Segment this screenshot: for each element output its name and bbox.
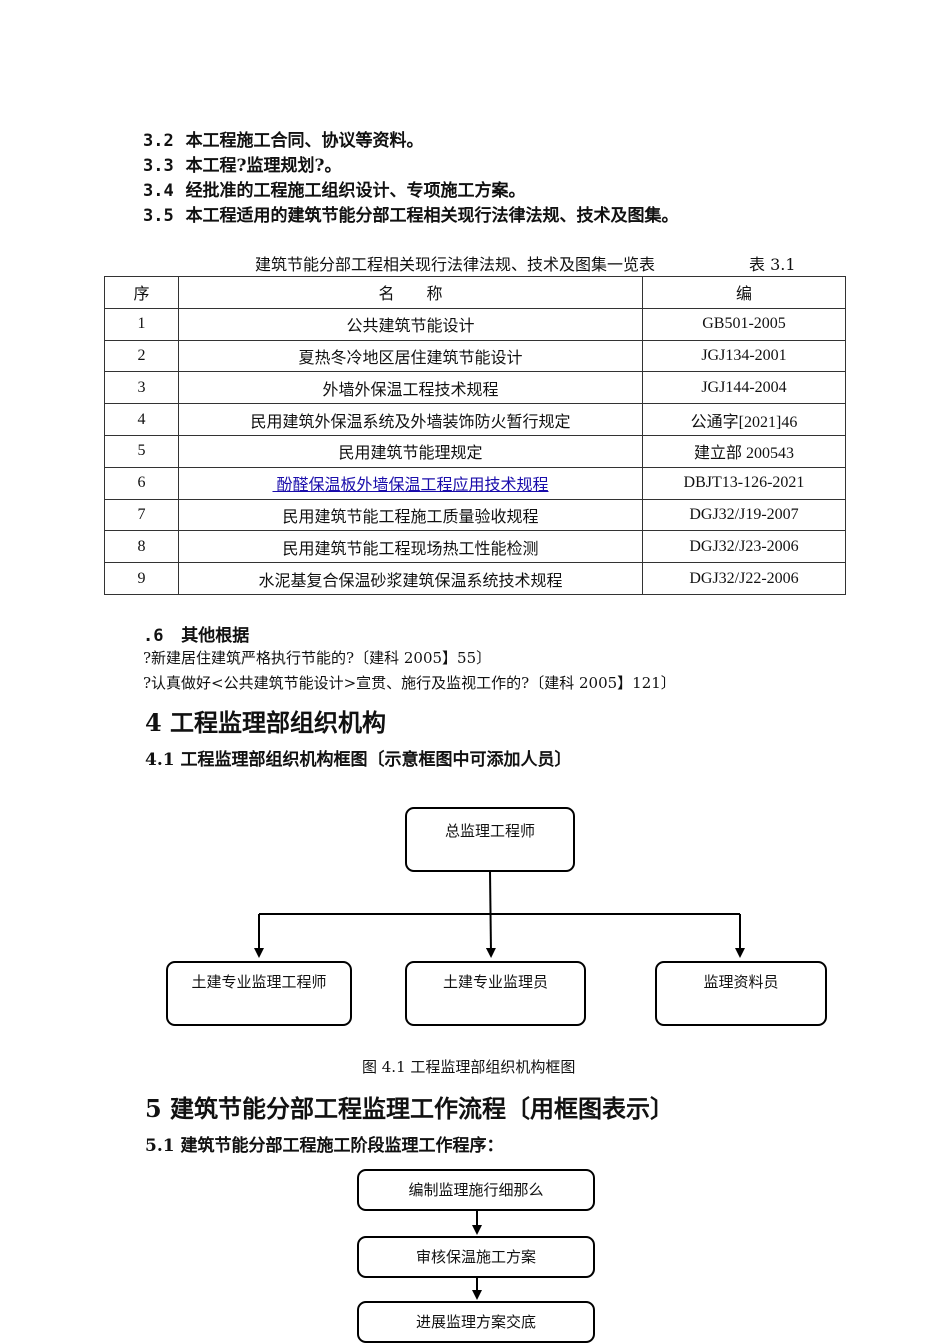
list-number: 3.2 xyxy=(143,131,174,151)
row-index: 8 xyxy=(104,530,179,564)
row-name: 民用建筑节能工程施工质量验收规程 xyxy=(178,498,643,532)
list-text: 经批准的工程施工组织设计、专项施工方案。 xyxy=(185,181,526,201)
row-code: JGJ144-2004 xyxy=(642,371,846,405)
list-number: 3.3 xyxy=(143,156,174,176)
header-name: 名 称 xyxy=(178,276,643,309)
row-name: 民用建筑节能理规定 xyxy=(178,434,643,468)
table-row: 2 夏热冬冷地区居住建筑节能设计 JGJ134-2001 xyxy=(104,339,846,373)
row-code: DGJ32/J23-2006 xyxy=(642,530,846,564)
list-item-3-2: 3.2 本工程施工合同、协议等资料。 xyxy=(143,126,424,151)
org-box-data-clerk: 监理资料员 xyxy=(655,961,827,1026)
basis-line: ?认真做好<公共建筑节能设计>宣贯、施行及监视工作的?〔建科 2005】121〕 xyxy=(143,674,676,692)
heading-text: 其他根据 xyxy=(181,626,250,646)
table-row: 3 外墙外保温工程技术规程 JGJ144-2004 xyxy=(104,371,846,405)
list-item-3-4: 3.4 经批准的工程施工组织设计、专项施工方案。 xyxy=(143,176,526,201)
org-box-civil-inspector: 土建专业监理员 xyxy=(405,961,586,1026)
list-number: 3.5 xyxy=(143,206,174,226)
row-code: 建立部 200543 xyxy=(642,434,846,468)
row-index: 1 xyxy=(104,307,179,341)
table-row: 9 水泥基复合保温砂浆建筑保温系统技术规程 DGJ32/J22-2006 xyxy=(104,562,846,595)
section-4-title: 4 工程监理部组织机构 xyxy=(145,708,387,737)
row-code: GB501-2005 xyxy=(642,307,846,341)
row-code: DBJT13-126-2021 xyxy=(642,466,846,500)
row-index: 3 xyxy=(104,371,179,405)
list-text: 本工程?监理规划?。 xyxy=(185,156,342,176)
org-box-chief-engineer: 总监理工程师 xyxy=(405,807,575,872)
list-text: 本工程施工合同、协议等资料。 xyxy=(185,131,424,151)
section-5-1-title: 5.1 建筑节能分部工程施工阶段监理工作程序： xyxy=(145,1136,504,1156)
table-row: 8 民用建筑节能工程现场热工性能检测 DGJ32/J23-2006 xyxy=(104,530,846,564)
table-number: 表 3.1 xyxy=(749,255,796,274)
org-box-civil-engineer: 土建专业监理工程师 xyxy=(166,961,352,1026)
row-code: DGJ32/J22-2006 xyxy=(642,562,846,595)
table-row: 4 民用建筑外保温系统及外墙装饰防火暂行规定 公通字[2021]46 xyxy=(104,403,846,436)
row-index: 9 xyxy=(104,562,179,595)
table-header-row: 序 名 称 编 xyxy=(104,276,846,309)
standards-table: 序 名 称 编 1 公共建筑节能设计 GB501-2005 2 夏热冬冷地区居住… xyxy=(104,276,846,595)
table-row: 5 民用建筑节能理规定 建立部 200543 xyxy=(104,434,846,468)
row-name: 夏热冬冷地区居住建筑节能设计 xyxy=(178,339,643,373)
section-5-title: 5 建筑节能分部工程监理工作流程〔用框图表示〕 xyxy=(145,1094,675,1123)
table-caption: 建筑节能分部工程相关现行法律法规、技术及图集一览表 xyxy=(255,255,656,274)
table-row: 7 民用建筑节能工程施工质量验收规程 DGJ32/J19-2007 xyxy=(104,498,846,532)
flow-step: 编制监理施行细那么 xyxy=(357,1169,595,1211)
basis-line: ?新建居住建筑严格执行节能的?〔建科 2005】55〕 xyxy=(143,649,492,667)
standard-link[interactable]: 酚醛保温板外墙保温工程应用技术规程 xyxy=(272,477,549,495)
row-name: 公共建筑节能设计 xyxy=(178,307,643,341)
row-index: 6 xyxy=(104,466,179,500)
figure-caption: 图 4.1 工程监理部组织机构框图 xyxy=(362,1058,576,1076)
row-name: 水泥基复合保温砂浆建筑保温系统技术规程 xyxy=(178,562,643,595)
heading-number: .6 xyxy=(143,626,164,646)
list-item-3-5: 3.5 本工程适用的建筑节能分部工程相关现行法律法规、技术及图集。 xyxy=(143,201,679,226)
list-text: 本工程适用的建筑节能分部工程相关现行法律法规、技术及图集。 xyxy=(185,206,679,226)
row-code: JGJ134-2001 xyxy=(642,339,846,373)
flow-step: 审核保温施工方案 xyxy=(357,1236,595,1278)
section-4-1-title: 4.1 工程监理部组织机构框图〔示意框图中可添加人员〕 xyxy=(145,750,572,770)
table-row: 1 公共建筑节能设计 GB501-2005 xyxy=(104,307,846,341)
other-basis-heading: .6 其他根据 xyxy=(143,621,249,646)
row-name: 民用建筑节能工程现场热工性能检测 xyxy=(178,530,643,564)
row-name: 民用建筑外保温系统及外墙装饰防火暂行规定 xyxy=(178,403,643,436)
list-number: 3.4 xyxy=(143,181,174,201)
row-index: 4 xyxy=(104,403,179,436)
list-item-3-3: 3.3 本工程?监理规划?。 xyxy=(143,151,341,176)
flow-step: 进展监理方案交底 xyxy=(357,1301,595,1343)
row-index: 7 xyxy=(104,498,179,532)
row-name: 外墙外保温工程技术规程 xyxy=(178,371,643,405)
